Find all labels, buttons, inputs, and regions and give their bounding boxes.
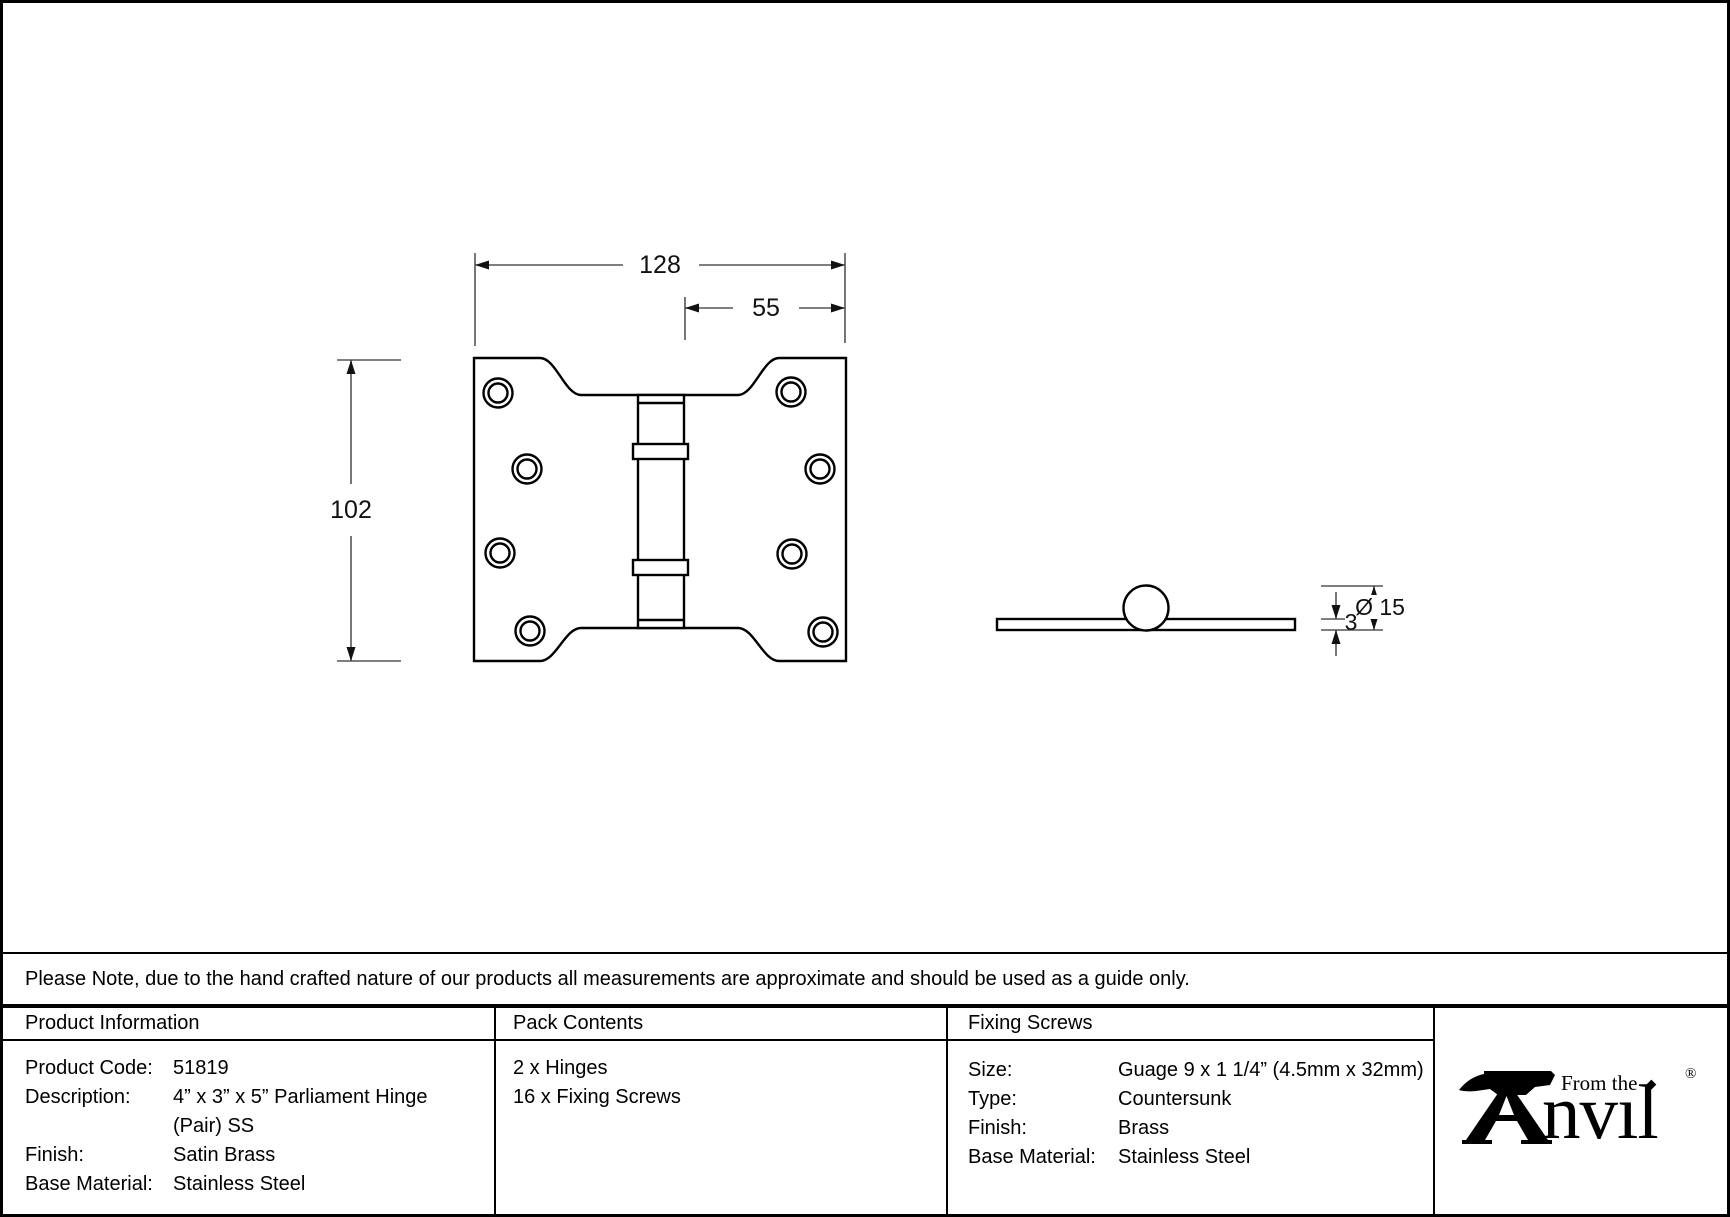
row-value: (Pair) SS: [173, 1115, 255, 1137]
technical-drawing: 128 55 102: [330, 251, 1407, 663]
screw-holes: [482, 376, 839, 648]
dim-diameter-label: Ø 15: [1355, 594, 1405, 620]
header-pack-contents: Pack Contents: [496, 1008, 948, 1041]
row-value: Stainless Steel: [1118, 1146, 1251, 1168]
header-product-information: Product Information: [3, 1008, 496, 1041]
front-view-hinge: [472, 356, 848, 663]
from-the-anvil-logo: From the ◆ nvıl ®: [1435, 1008, 1727, 1214]
table-row: (Pair) SS: [25, 1112, 494, 1141]
pack-line: 16 x Fixing Screws: [513, 1086, 681, 1108]
row-value: 4” x 3” x 5” Parliament Hinge: [173, 1086, 428, 1108]
spec-table: Product Information Pack Contents Fixing…: [3, 1008, 1727, 1214]
row-label: Base Material:: [25, 1173, 153, 1195]
table-row: Base Material: Stainless Steel: [968, 1143, 1433, 1172]
row-value: 51819: [173, 1057, 229, 1079]
row-value: Countersunk: [1118, 1088, 1232, 1110]
row-label: Base Material:: [968, 1146, 1096, 1168]
dim-height-label: 102: [330, 496, 372, 524]
row-label: Type:: [968, 1088, 1017, 1110]
row-value: Brass: [1118, 1117, 1170, 1139]
row-label: Product Code:: [25, 1057, 153, 1079]
product-information-cell: Product Code: 51819 Description: 4” x 3”…: [3, 1041, 496, 1214]
table-row: Size: Guage 9 x 1 1/4” (4.5mm x 32mm): [968, 1056, 1433, 1085]
row-label: Finish:: [25, 1144, 84, 1166]
table-row: Base Material: Stainless Steel: [25, 1170, 494, 1199]
dimension-leaf: 55: [684, 294, 845, 340]
row-value: Guage 9 x 1 1/4” (4.5mm x 32mm): [1118, 1059, 1424, 1081]
logo-anvil-text: nvıl: [1542, 1069, 1659, 1155]
pack-line: 2 x Hinges: [513, 1057, 608, 1079]
row-label: [25, 1112, 173, 1141]
row-value: Stainless Steel: [173, 1173, 306, 1195]
hinge-knuckle: [631, 393, 690, 630]
from-the-text: From the: [1561, 1071, 1638, 1095]
dim-width-label: 128: [639, 251, 681, 279]
table-row: Product Code: 51819: [25, 1054, 494, 1083]
dimension-thickness: 3: [1321, 592, 1357, 656]
registered-trademark: ®: [1685, 1066, 1697, 1082]
row-label: Finish:: [968, 1117, 1027, 1139]
diamond-icon: ◆: [1646, 1077, 1657, 1092]
fixing-screws-cell: Size: Guage 9 x 1 1/4” (4.5mm x 32mm) Ty…: [948, 1041, 1435, 1214]
row-label: Description:: [25, 1086, 131, 1108]
table-row: Finish: Brass: [968, 1114, 1433, 1143]
logo-from-the: From the ◆: [1561, 1071, 1656, 1096]
row-value: Satin Brass: [173, 1144, 276, 1166]
logo-cell: From the ◆ nvıl ®: [1435, 1008, 1727, 1214]
anvil-icon: [1459, 1071, 1555, 1144]
header-fixing-screws: Fixing Screws: [948, 1008, 1435, 1041]
table-row: Description: 4” x 3” x 5” Parliament Hin…: [25, 1083, 494, 1112]
header-label: Pack Contents: [513, 1012, 644, 1034]
dim-thickness-label: 3: [1345, 609, 1358, 635]
note-text: Please Note, due to the hand crafted nat…: [25, 967, 1190, 990]
dim-leaf-label: 55: [752, 294, 780, 322]
dimension-diameter: Ø 15: [1321, 585, 1407, 631]
table-row: Finish: Satin Brass: [25, 1141, 494, 1170]
dimension-height: 102: [330, 359, 401, 662]
row-label: Size:: [968, 1059, 1013, 1081]
header-label: Product Information: [25, 1012, 200, 1034]
side-view-knuckle: [1122, 584, 1170, 632]
note-row: Please Note, due to the hand crafted nat…: [3, 952, 1727, 1008]
side-view-hinge: [995, 584, 1297, 632]
header-label: Fixing Screws: [968, 1012, 1093, 1034]
pack-contents-cell: 2 x Hinges 16 x Fixing Screws: [496, 1041, 948, 1214]
dimension-width: 128: [474, 251, 846, 346]
table-row: Type: Countersunk: [968, 1085, 1433, 1114]
